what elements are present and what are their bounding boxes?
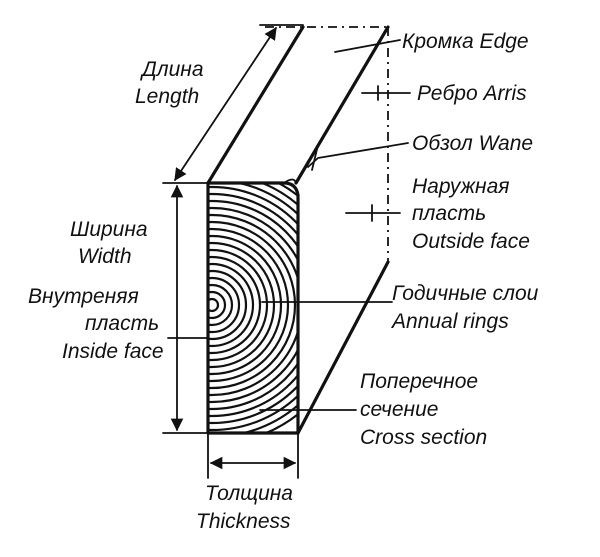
length-dimension bbox=[162, 24, 304, 184]
label-cross-en: Cross section bbox=[360, 426, 487, 449]
label-inside-ru-2: пласть bbox=[85, 312, 159, 335]
label-width-en: Width bbox=[78, 245, 132, 268]
label-edge: Кромка Edge bbox=[402, 30, 529, 53]
label-wane: Обзол Wane bbox=[412, 132, 533, 155]
label-inside-ru-1: Внутреняя bbox=[28, 285, 139, 308]
label-width-ru: Ширина bbox=[70, 218, 148, 241]
cross-section-frame bbox=[206, 181, 300, 435]
label-outside-ru-2: пласть bbox=[412, 202, 486, 225]
leader-lines bbox=[167, 39, 411, 411]
width-dimension bbox=[162, 184, 209, 434]
label-outside-ru-1: Наружная bbox=[412, 175, 509, 198]
label-length-ru: Длина bbox=[140, 58, 204, 81]
wane-leader-tip bbox=[311, 144, 319, 171]
thickness-dimension bbox=[207, 432, 299, 479]
wane-leader bbox=[307, 142, 409, 168]
label-arris: Ребро Arris bbox=[417, 82, 527, 105]
annual-rings bbox=[208, 183, 298, 433]
board-edge-top-left bbox=[206, 25, 305, 185]
board-edge-bottom-right bbox=[296, 260, 390, 435]
labels: Кромка Edge Ребро Arris Обзол Wane Наруж… bbox=[28, 30, 539, 533]
label-cross-ru-2: сечение bbox=[360, 398, 438, 421]
label-thickness-ru: Толщина bbox=[205, 482, 293, 505]
label-thickness-en: Thickness bbox=[196, 510, 291, 533]
length-arrow bbox=[174, 26, 277, 182]
edge-leader bbox=[334, 39, 401, 53]
label-cross-ru-1: Поперечное bbox=[360, 370, 478, 393]
label-inside-en: Inside face bbox=[62, 340, 164, 363]
label-outside-en: Outside face bbox=[412, 230, 530, 253]
board-edge-arris bbox=[294, 25, 390, 185]
label-length-en: Length bbox=[135, 85, 199, 108]
label-rings-en: Annual rings bbox=[390, 310, 509, 333]
label-rings-ru: Годичные слои bbox=[392, 282, 539, 305]
